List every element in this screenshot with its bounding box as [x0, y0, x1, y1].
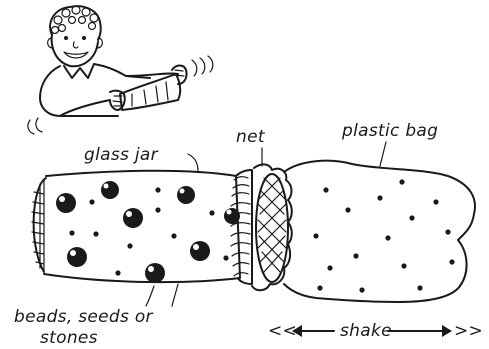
person-eye-right [82, 36, 86, 40]
shake-label: shake [340, 321, 392, 341]
label-net: net [236, 127, 266, 166]
net-mesh [258, 178, 286, 272]
bead [123, 208, 143, 228]
bead [56, 193, 76, 213]
jar-beads [56, 181, 240, 283]
leader-plastic-bag [380, 142, 386, 166]
leader-beads-2 [172, 284, 178, 306]
bead [177, 186, 195, 204]
arrow-left-icon [292, 325, 334, 337]
leader-glass-jar [188, 154, 198, 172]
label-glass-jar: glass jar [84, 145, 198, 172]
label-beads-line1: beads, seeds or [14, 307, 154, 327]
person-eye-left [64, 36, 68, 40]
person-illustration [28, 6, 213, 134]
label-plastic-bag: plastic bag [341, 121, 438, 166]
arrow-right-icon [388, 325, 452, 337]
shake-indicator: << shake >> [268, 321, 483, 341]
glass-jar [32, 170, 252, 284]
bead [67, 247, 87, 267]
bead [190, 241, 210, 261]
bead [101, 181, 119, 199]
jar-neck-ridges [231, 177, 250, 276]
person-mouth [64, 52, 88, 58]
label-beads-line2: stones [40, 328, 98, 348]
person-nose [73, 42, 78, 48]
bead [145, 263, 165, 283]
held-jar-icon [120, 74, 180, 110]
leader-beads-1 [146, 286, 154, 306]
person-arm-left [60, 100, 110, 116]
bead [224, 208, 240, 224]
jar-seeds [69, 187, 228, 275]
label-net-text: net [236, 127, 266, 147]
person-face [52, 34, 98, 66]
label-glass-jar-text: glass jar [84, 145, 159, 165]
label-beads: beads, seeds or stones [14, 284, 178, 348]
bag-contents [313, 179, 454, 292]
net-frill [252, 164, 292, 290]
shake-chevrons-right: >> [454, 321, 483, 341]
label-plastic-bag-text: plastic bag [341, 121, 438, 141]
net [252, 164, 292, 290]
plastic-bag [284, 161, 475, 302]
